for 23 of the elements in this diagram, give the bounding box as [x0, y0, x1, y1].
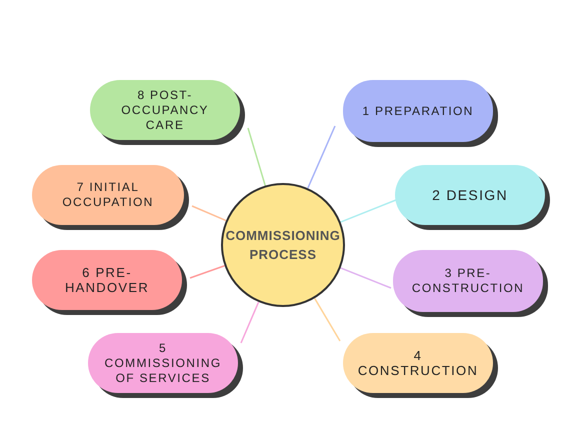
stage-label: 2 DESIGN [432, 188, 508, 202]
stage-label: 7 INITIAL OCCUPATION [61, 180, 155, 210]
connector-line [247, 128, 266, 186]
connector-line [340, 267, 392, 289]
stage-label: 6 PRE-HANDOVER [64, 265, 150, 295]
stage-pill [343, 333, 493, 393]
stage-label: COMMISSIONING PROCESS [226, 227, 340, 264]
stage-pill [395, 165, 545, 225]
stage-pill [32, 250, 182, 310]
stage-label: 5 COMMISSIONING OF SERVICES [104, 340, 222, 386]
connector-line [340, 199, 396, 223]
stage-label: 4 CONSTRUCTION [357, 348, 479, 378]
stage-pill [393, 250, 543, 312]
stage-pill [90, 80, 240, 140]
stage-pill [343, 80, 493, 142]
stage-pill [88, 333, 238, 393]
stage-label: 8 POST-OCCUPANCY CARE [120, 88, 210, 132]
connector-line [240, 302, 260, 344]
stage-pill [32, 165, 184, 225]
connector-line [307, 126, 336, 188]
stage-label: 3 PRE-CONSTRUCTION [410, 266, 526, 296]
connector-line [314, 298, 341, 342]
stage-label: 1 PREPARATION [362, 104, 474, 118]
